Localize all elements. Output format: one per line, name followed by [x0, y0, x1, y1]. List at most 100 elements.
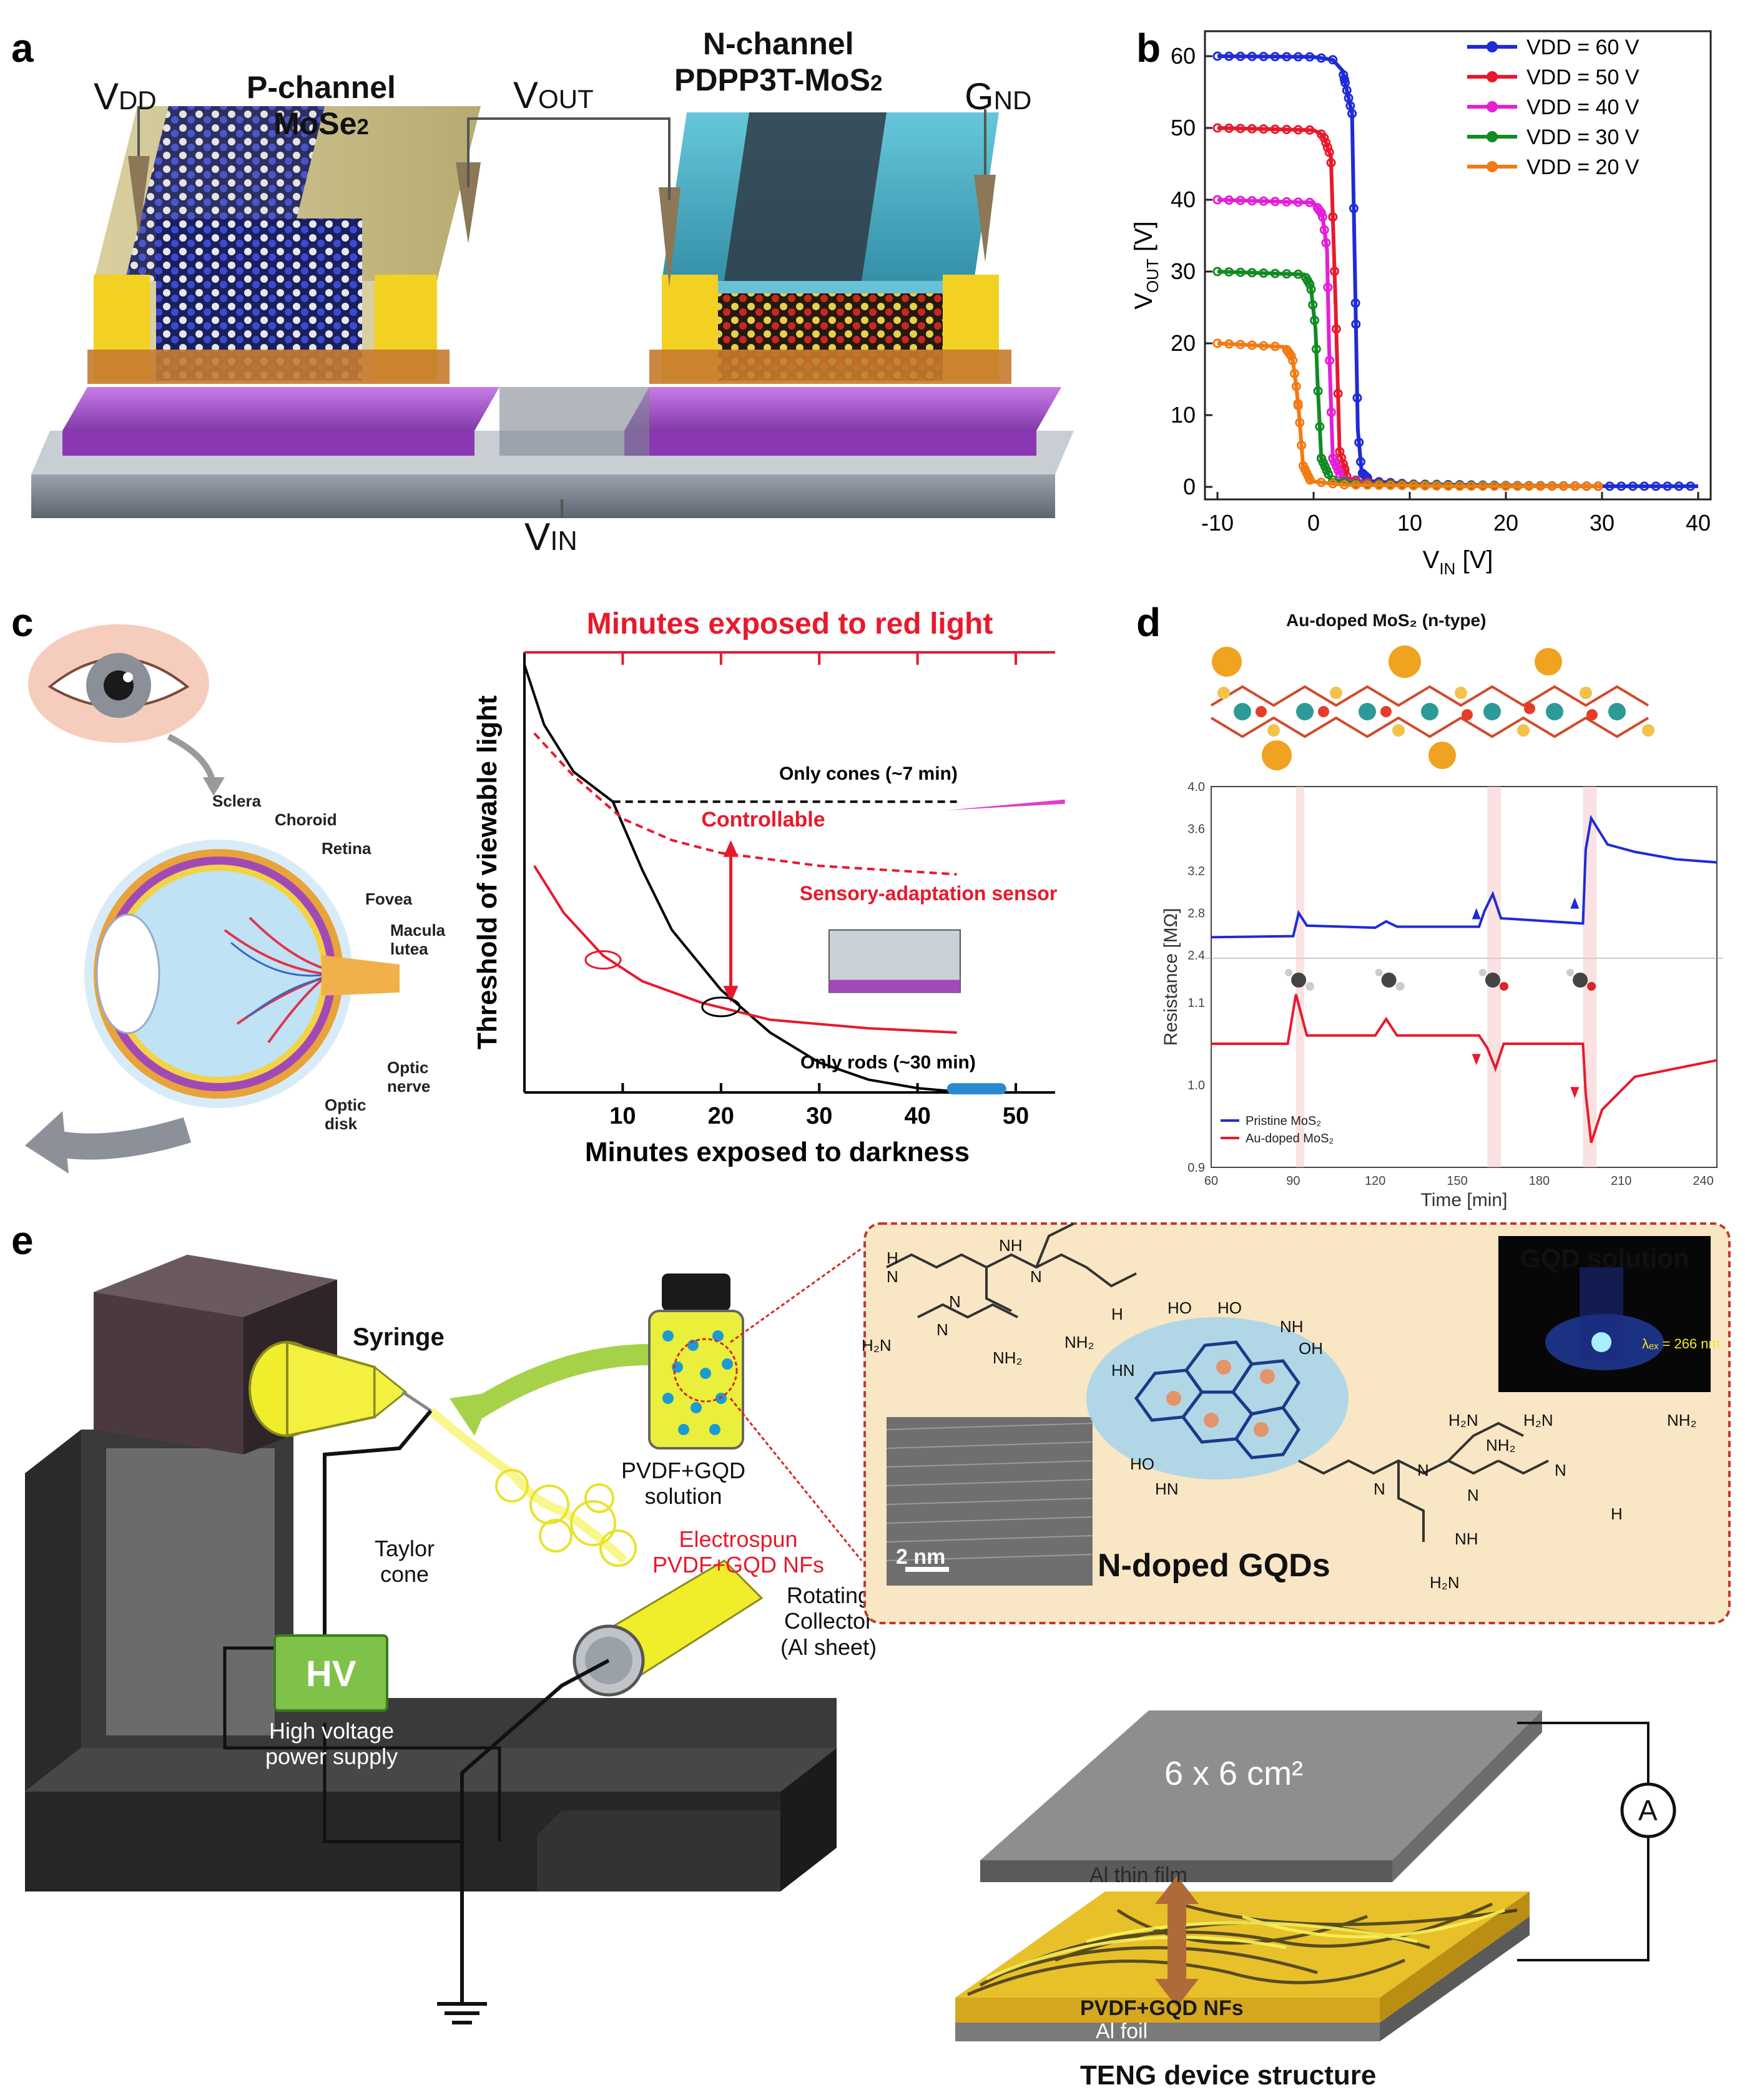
y-tick-label: 2.8 — [1187, 907, 1205, 921]
data-point — [1282, 124, 1292, 134]
curve-controllable-upper — [533, 732, 957, 876]
data-point — [1339, 480, 1349, 490]
y-tick-label: 60 — [1171, 43, 1196, 69]
y-tick-label: 4.0 — [1187, 780, 1205, 794]
data-point — [1305, 197, 1315, 207]
data-point — [1282, 197, 1292, 207]
series-line-vdd-50 — [1217, 126, 1603, 488]
eye-label-retina: Retina — [322, 839, 371, 858]
chem-label: NH₂ — [1064, 1333, 1094, 1352]
au-doped-mos2-structure — [1210, 645, 1654, 770]
data-point — [1310, 315, 1320, 325]
y-tick-label: 0 — [1183, 474, 1196, 499]
data-point — [1324, 147, 1334, 157]
x-tick-label: 90 — [1286, 1174, 1300, 1188]
y-tick-label: 1.0 — [1187, 1079, 1205, 1092]
d-title: Au-doped MoS₂ (n-type) — [1286, 611, 1487, 630]
data-point — [1259, 341, 1269, 351]
chem-label: HN — [1111, 1361, 1135, 1380]
y-axis-label: Resistance [MΩ] — [1161, 908, 1181, 1046]
curve-dark-adaptation — [523, 664, 967, 1094]
data-point — [1305, 52, 1315, 62]
eye-label-optic-disk-2: disk — [325, 1114, 358, 1133]
data-point — [1350, 298, 1360, 308]
panel-a: a — [0, 0, 1118, 593]
data-point — [1293, 125, 1303, 135]
data-point — [1224, 267, 1234, 277]
x-tick-label: 180 — [1529, 1174, 1550, 1188]
vout-label: VOUT — [513, 74, 594, 116]
chem-label: H₂N — [1448, 1411, 1478, 1430]
data-point — [1501, 481, 1511, 491]
eye-label-optic-nerve-2: nerve — [387, 1077, 431, 1096]
chem-label: N — [936, 1320, 948, 1339]
data-point — [1224, 123, 1234, 133]
series-line-vdd-30 — [1217, 270, 1603, 488]
data-point — [1443, 481, 1453, 491]
data-point — [1293, 52, 1303, 62]
chem-label: NH — [1455, 1529, 1478, 1548]
data-point — [1359, 470, 1369, 480]
data-point — [1295, 418, 1305, 428]
x-tick-label: 10 — [1397, 510, 1422, 536]
legend-marker — [1487, 71, 1498, 82]
molecule-atom — [1499, 982, 1508, 991]
chem-label: N — [1555, 1461, 1566, 1479]
data-point — [1236, 51, 1246, 61]
data-point — [1224, 339, 1234, 349]
data-point — [1316, 207, 1326, 217]
data-point — [1328, 212, 1338, 222]
data-point — [1315, 421, 1325, 431]
x-tick-label: 210 — [1611, 1174, 1631, 1188]
data-point — [1349, 204, 1359, 213]
data-point — [1374, 480, 1384, 490]
data-point — [1236, 195, 1246, 205]
eye-label-lutea: lutea — [390, 940, 428, 958]
hv-box-label: HV — [306, 1654, 356, 1694]
panel-c: c Sclera Choroid Retina Fovea Macula lut… — [0, 593, 1118, 1211]
chem-label: HN — [1155, 1479, 1179, 1498]
data-point — [1605, 481, 1615, 491]
chem-label: HO — [1167, 1298, 1192, 1317]
y-tick-label: 50 — [1171, 115, 1196, 140]
x-tick-label: 20 — [1493, 510, 1518, 536]
data-point — [1259, 196, 1269, 206]
x-axis-title: Minutes exposed to darkness — [585, 1137, 970, 1167]
data-point — [1347, 109, 1357, 119]
data-point — [1306, 285, 1316, 295]
data-point — [1331, 324, 1341, 334]
panel-label-b: b — [1136, 26, 1161, 71]
data-point — [1304, 278, 1314, 288]
data-point — [1326, 158, 1336, 168]
x-tick-label: 20 — [708, 1103, 734, 1129]
data-point — [1432, 481, 1442, 491]
rod-cell-icon — [946, 1083, 1006, 1095]
cone-cell-icon — [946, 799, 1065, 810]
x-tick-label: 0 — [1307, 510, 1320, 536]
data-point — [1524, 481, 1534, 491]
series-au-doped — [1211, 994, 1718, 1144]
data-point — [1282, 52, 1292, 62]
eye-illustration — [25, 624, 400, 1174]
data-point — [1397, 481, 1407, 491]
legend-entry: VDD = 20 V — [1526, 155, 1639, 179]
data-point — [1319, 133, 1329, 143]
data-point — [1328, 55, 1338, 65]
y-tick-label: 0.9 — [1187, 1161, 1205, 1175]
data-point — [1321, 138, 1331, 148]
eye-label-sclera: Sclera — [212, 792, 262, 810]
data-point — [1236, 340, 1246, 350]
chem-label: H — [887, 1249, 898, 1267]
sensor-device-substrate — [828, 979, 960, 993]
data-point — [1326, 407, 1336, 417]
y-tick-label: 10 — [1171, 402, 1196, 428]
data-point — [1311, 344, 1321, 354]
chem-label: H — [1111, 1305, 1123, 1323]
al-thin-film-label: Al thin film — [1089, 1863, 1187, 1887]
data-point — [1270, 52, 1280, 62]
data-point — [1293, 399, 1303, 409]
